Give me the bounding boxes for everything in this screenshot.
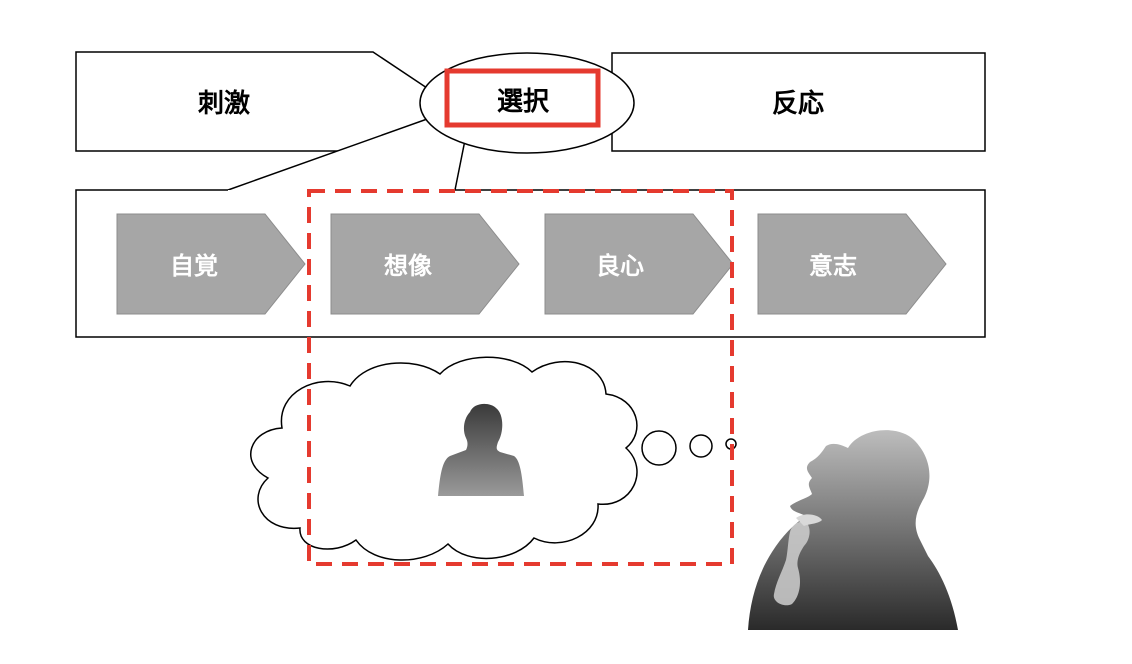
step-label: 自覚 (170, 252, 218, 280)
response-label: 反応 (772, 88, 824, 119)
step-will: 意志 (757, 213, 947, 315)
step-label: 良心 (596, 252, 644, 280)
step-self-awareness: 自覚 (116, 213, 306, 315)
response-box: 反応 (611, 52, 986, 152)
choice-node: 選択 (419, 52, 635, 154)
stimulus-label: 刺激 (198, 88, 250, 119)
thought-bubble-icon (250, 356, 737, 561)
choice-highlight (444, 68, 601, 128)
step-imagination: 想像 (330, 213, 520, 315)
step-label: 想像 (384, 252, 433, 280)
imagination-conscience-focus-frame (307, 189, 734, 566)
choice-label: 選択 (497, 87, 550, 117)
step-label: 意志 (809, 252, 857, 280)
thinking-person-icon (748, 430, 958, 630)
imagined-person-icon (438, 403, 524, 496)
step-conscience: 良心 (544, 213, 734, 315)
